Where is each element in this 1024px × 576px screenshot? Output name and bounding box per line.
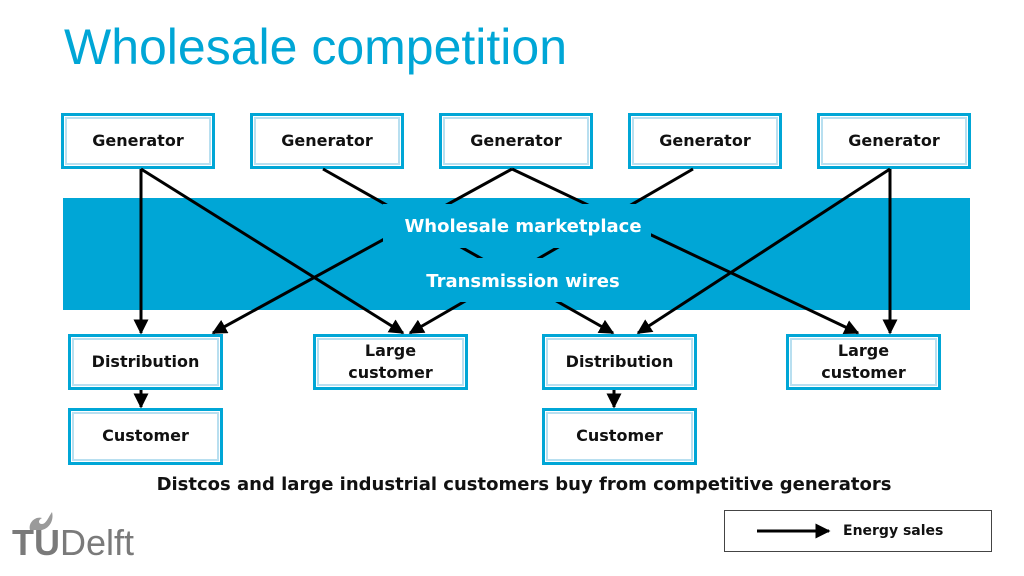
tudelft-logo: TUDelft xyxy=(12,510,152,564)
generator-label: Generator xyxy=(659,130,751,150)
distribution-label: Distribution xyxy=(565,351,674,371)
customer-node-1: Customer xyxy=(68,408,223,465)
diagram-caption: Distcos and large industrial customers b… xyxy=(156,474,892,495)
customer-label: Customer xyxy=(576,426,663,446)
band-label-backdrop-top xyxy=(383,204,651,248)
customer-node-2: Customer xyxy=(542,408,697,465)
logo-wordmark: TUDelft xyxy=(12,522,134,564)
legend-label: Energy sales xyxy=(843,523,944,539)
generator-node-1: Generator xyxy=(61,113,215,169)
generator-node-2: Generator xyxy=(250,113,404,169)
arrow-gen4-to-large-customer1 xyxy=(408,167,694,335)
arrow-gen1-to-large-customer1 xyxy=(140,167,405,335)
generator-node-4: Generator xyxy=(628,113,782,169)
arrow-gen3-to-large-customer2 xyxy=(511,167,860,335)
generator-label: Generator xyxy=(92,130,184,150)
generator-node-3: Generator xyxy=(439,113,593,169)
generator-label: Generator xyxy=(281,130,373,150)
legend-box: Energy sales xyxy=(724,510,992,552)
logo-delft: Delft xyxy=(60,522,135,563)
band-label-transmission-text: Transmission wires xyxy=(426,271,620,292)
band-label-backdrop-bottom xyxy=(383,258,651,302)
distribution-node-2: Distribution xyxy=(542,334,697,390)
generator-label: Generator xyxy=(470,130,562,150)
large-customer-label: Large customer xyxy=(348,340,433,382)
large-customer-node-2: Large customer xyxy=(786,334,941,390)
arrow-gen2-to-distribution2 xyxy=(322,167,615,335)
page-title: Wholesale competition xyxy=(64,19,568,75)
generator-label: Generator xyxy=(848,130,940,150)
band-label-marketplace-text: Wholesale marketplace xyxy=(404,216,642,237)
distribution-node-1: Distribution xyxy=(68,334,223,390)
generator-node-5: Generator xyxy=(817,113,971,169)
legend-arrow-icon xyxy=(757,523,831,539)
arrow-gen5-to-distribution2 xyxy=(636,167,891,335)
arrow-gen3-to-distribution1 xyxy=(211,167,513,335)
logo-tu: TU xyxy=(12,522,60,563)
large-customer-label: Large customer xyxy=(821,340,906,382)
customer-label: Customer xyxy=(102,426,189,446)
large-customer-node-1: Large customer xyxy=(313,334,468,390)
distribution-label: Distribution xyxy=(91,351,200,371)
flame-icon xyxy=(29,512,53,530)
